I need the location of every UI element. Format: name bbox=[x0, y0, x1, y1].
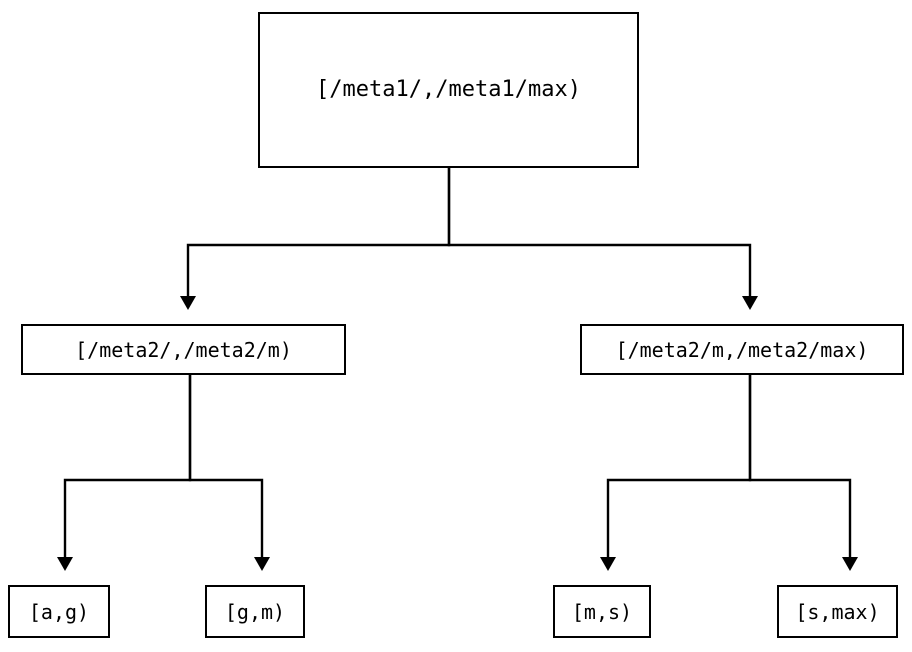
tree-node-leaf-ms-label: [m,s) bbox=[571, 599, 633, 624]
edge-mid-right-to-leaf-ms bbox=[600, 375, 752, 571]
edge-mid-left-to-leaf-ag bbox=[57, 375, 192, 571]
arrowhead-icon bbox=[57, 557, 73, 571]
arrowhead-icon bbox=[254, 557, 270, 571]
tree-node-mid-left: [/meta2/,/meta2/m) bbox=[21, 324, 346, 375]
edge-root-to-mid-left bbox=[180, 168, 451, 310]
tree-node-leaf-ag: [a,g) bbox=[8, 585, 110, 638]
tree-node-mid-left-label: [/meta2/,/meta2/m) bbox=[75, 337, 292, 362]
edge-mid-right-to-leaf-smax bbox=[748, 375, 858, 571]
tree-node-leaf-gm: [g,m) bbox=[205, 585, 305, 638]
edge-mid-left-to-leaf-gm bbox=[188, 375, 270, 571]
tree-node-mid-right-label: [/meta2/m,/meta2/max) bbox=[615, 337, 869, 362]
arrowhead-icon bbox=[842, 557, 858, 571]
arrowhead-icon bbox=[742, 296, 758, 310]
tree-node-root-label: [/meta1/,/meta1/max) bbox=[316, 77, 581, 102]
arrowhead-icon bbox=[180, 296, 196, 310]
tree-node-mid-right: [/meta2/m,/meta2/max) bbox=[580, 324, 904, 375]
tree-node-leaf-ms: [m,s) bbox=[553, 585, 651, 638]
tree-node-leaf-smax-label: [s,max) bbox=[795, 599, 880, 624]
tree-node-leaf-smax: [s,max) bbox=[777, 585, 898, 638]
tree-node-leaf-ag-label: [a,g) bbox=[28, 599, 90, 624]
tree-node-leaf-gm-label: [g,m) bbox=[224, 599, 286, 624]
edge-root-to-mid-right bbox=[447, 168, 758, 310]
arrowhead-icon bbox=[600, 557, 616, 571]
tree-node-root: [/meta1/,/meta1/max) bbox=[258, 12, 639, 168]
